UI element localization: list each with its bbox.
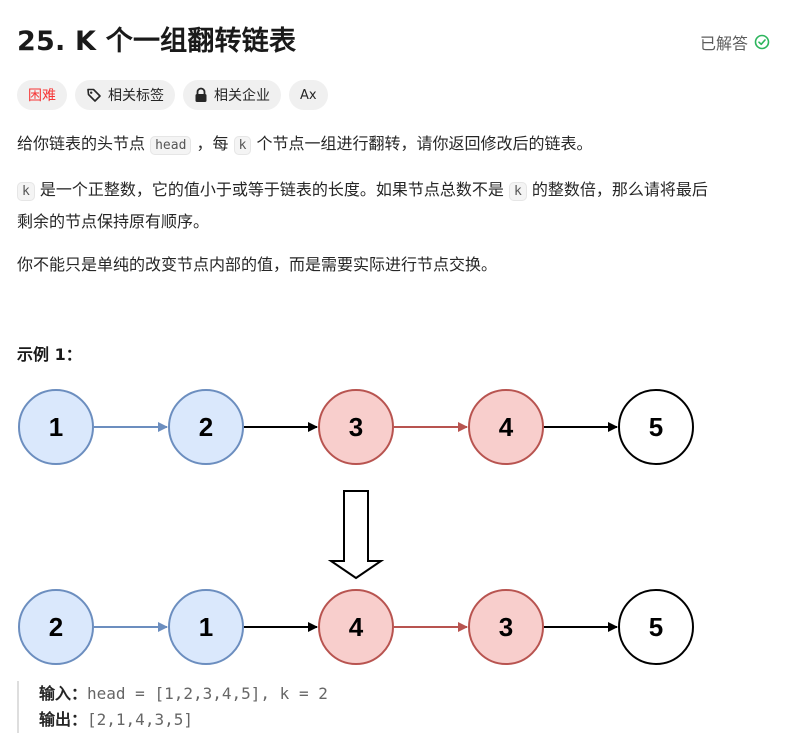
node-value: 2	[49, 612, 63, 642]
example-title: 示例 1：	[17, 345, 82, 364]
related-companies-label: 相关企业	[214, 88, 270, 104]
list-node: 5	[618, 389, 694, 465]
input-line: 输入：head = [1,2,3,4,5], k = 2	[39, 681, 328, 707]
difficulty-badge: 困难	[17, 80, 67, 110]
related-tags-label: 相关标签	[108, 88, 164, 104]
lock-icon	[194, 87, 208, 103]
check-circle-icon	[754, 34, 770, 50]
list-node: 5	[618, 589, 694, 665]
node-value: 5	[649, 612, 663, 642]
list-node: 3	[318, 389, 394, 465]
node-value: 1	[49, 412, 63, 442]
list-node: 4	[468, 389, 544, 465]
node-value: 4	[349, 612, 364, 642]
node-value: 1	[199, 612, 213, 642]
node-value: 4	[499, 412, 514, 442]
related-companies-button[interactable]: 相关企业	[183, 80, 281, 110]
code-k: k	[509, 182, 527, 201]
node-value: 5	[649, 412, 663, 442]
output-value: [2,1,4,3,5]	[87, 710, 193, 729]
related-tags-button[interactable]: 相关标签	[75, 80, 175, 110]
description-paragraph-1: 给你链表的头节点 head ，每 k 个节点一组进行翻转，请你返回修改后的链表。	[17, 134, 593, 155]
description-paragraph-2: k 是一个正整数，它的值小于或等于链表的长度。如果节点总数不是 k 的整数倍，那…	[17, 180, 708, 231]
code-head: head	[150, 136, 192, 155]
code-k: k	[233, 136, 252, 155]
solved-status: 已解答	[700, 30, 770, 54]
list-node: 3	[468, 589, 544, 665]
node-value: 3	[349, 412, 363, 442]
description-paragraph-3: 你不能只是单纯的改变节点内部的值，而是需要实际进行节点交换。	[17, 255, 498, 274]
list-node: 1	[168, 589, 244, 665]
font-toggle-icon: Ax	[300, 87, 317, 103]
code-k: k	[17, 182, 35, 201]
linked-list-diagram: 1 2 3 4 5 2 1 4 3 5	[18, 389, 694, 665]
node-value: 3	[499, 612, 513, 642]
list-node: 2	[168, 389, 244, 465]
list-node: 2	[18, 589, 94, 665]
tag-icon	[86, 87, 102, 103]
list-node: 4	[318, 589, 394, 665]
output-label: 输出：	[39, 710, 88, 729]
input-value: head = [1,2,3,4,5], k = 2	[87, 684, 328, 703]
tag-bar: 困难 相关标签 相关企业 Ax	[17, 80, 328, 110]
transform-down-arrow	[327, 490, 385, 580]
solved-label: 已解答	[699, 34, 748, 53]
problem-title: 25. K 个一组翻转链表	[17, 26, 297, 57]
example-io-block: 输入：head = [1,2,3,4,5], k = 2 输出：[2,1,4,3…	[17, 681, 328, 733]
list-node: 1	[18, 389, 94, 465]
node-value: 2	[199, 412, 213, 442]
font-toggle-button[interactable]: Ax	[289, 80, 328, 110]
input-label: 输入：	[39, 684, 88, 703]
output-line: 输出：[2,1,4,3,5]	[39, 707, 328, 733]
